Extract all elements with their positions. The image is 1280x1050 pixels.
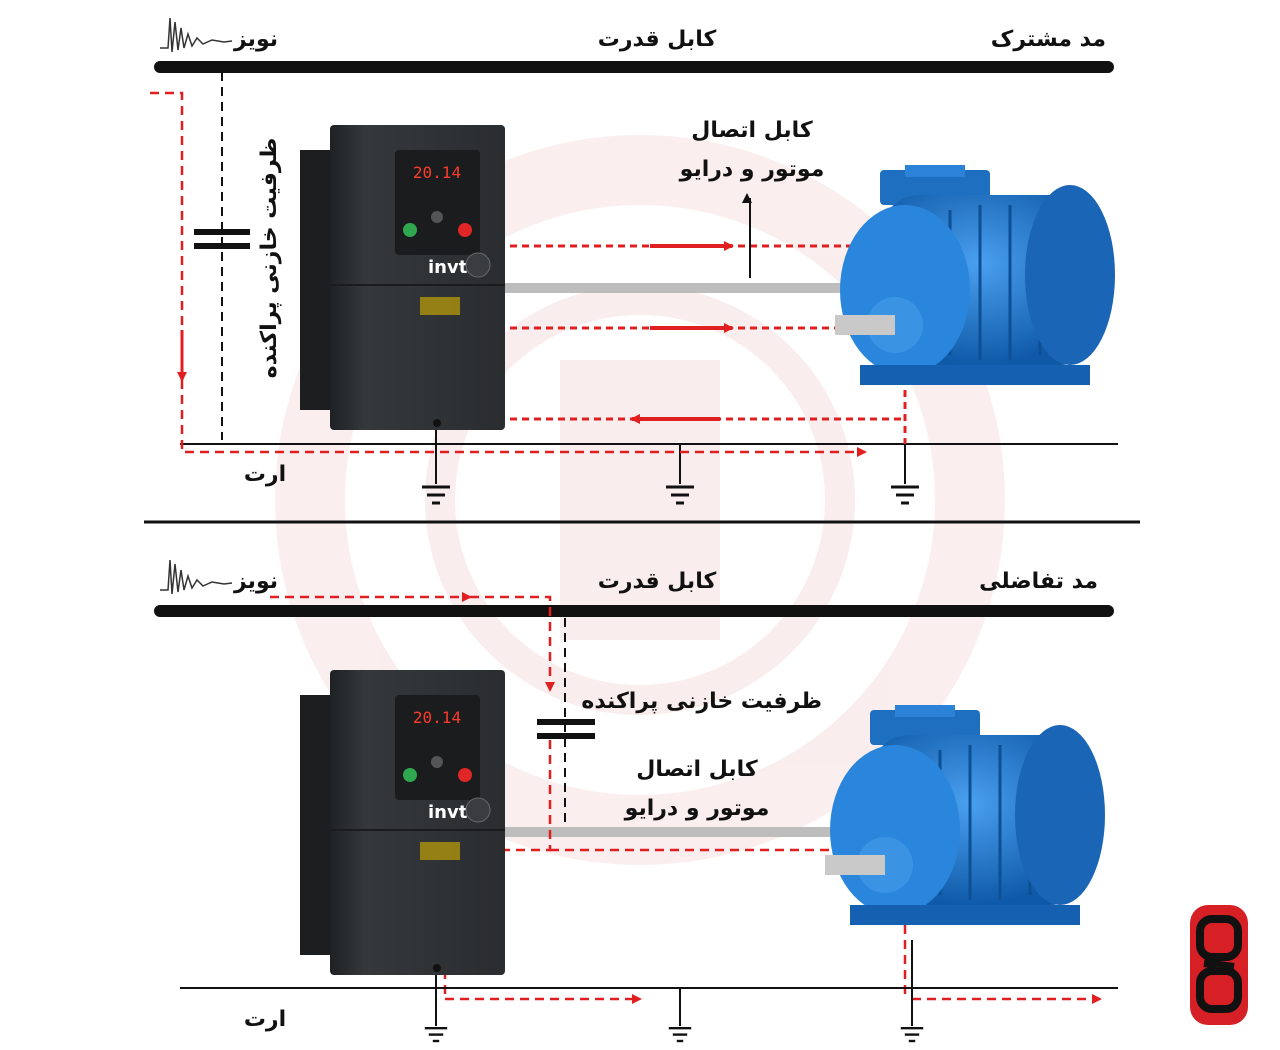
- brand-logo-icon: [1190, 905, 1248, 1025]
- differential-mode-panel: نویز کابل قدرت مد تفاضلی ظرفیت خازنی پرا…: [154, 559, 1118, 1043]
- power-cable-label: کابل قدرت: [598, 569, 717, 594]
- ground-symbol-icon: [899, 1026, 925, 1043]
- drive-brand: invt: [428, 257, 468, 278]
- mode-label: مد مشترک: [991, 27, 1106, 52]
- noise-waveform-icon: [160, 559, 233, 595]
- noise-waveform-icon: [160, 17, 233, 53]
- ground-symbol-icon: [889, 485, 921, 505]
- connection-cable-label-line1: کابل اتصال: [636, 757, 758, 782]
- ground-symbol-icon: [423, 1026, 449, 1043]
- motor-unit: [835, 165, 1115, 385]
- earth-label: ارت: [244, 1007, 286, 1032]
- drive-display: 20.14: [413, 163, 461, 182]
- noise-label: نویز: [233, 27, 278, 52]
- noise-path-common: [150, 91, 184, 375]
- common-mode-panel: نویز کابل قدرت مد مشترک ظرفیت خازنی پراک…: [150, 17, 1118, 505]
- noise-label: نویز: [233, 569, 278, 594]
- ground-symbol-icon: [667, 1026, 693, 1043]
- drive-display: 20.14: [413, 708, 461, 727]
- mode-label: مد تفاضلی: [979, 569, 1098, 594]
- capacitance-label: ظرفیت خازنی پراکنده: [581, 689, 822, 714]
- motor-unit: [825, 705, 1105, 925]
- drive-unit: 20.14 invt: [300, 125, 505, 430]
- drive-unit: 20.14 invt: [300, 670, 505, 975]
- connection-cable-label-line2: موتور و درایو: [679, 157, 825, 182]
- power-cable-label: کابل قدرت: [598, 27, 717, 52]
- capacitor-icon: [537, 719, 595, 739]
- connection-cable-label-line2: موتور و درایو: [624, 796, 770, 821]
- earth-label: ارت: [244, 462, 286, 487]
- capacitance-label: ظرفیت خازنی پراکنده: [257, 138, 282, 379]
- connection-cable-label-line1: کابل اتصال: [691, 118, 813, 143]
- drive-brand: invt: [428, 802, 468, 823]
- capacitor-icon: [194, 229, 250, 249]
